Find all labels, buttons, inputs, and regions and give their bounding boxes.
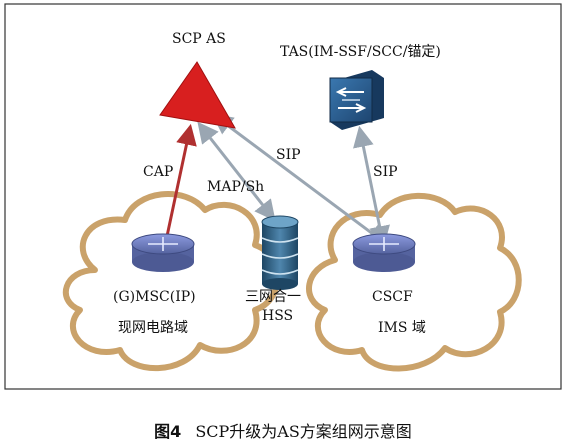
- tas-label: TAS(IM-SSF/SCC/锚定): [280, 44, 441, 60]
- figure-frame: [4, 3, 562, 390]
- circuit-domain-label: 现网电路域: [118, 320, 188, 336]
- cscf-router-icon: [352, 233, 416, 272]
- tas-switch-icon: [329, 70, 384, 130]
- hss-label-line1: 三网合一: [245, 289, 301, 305]
- sip-tas-cscf-label: SIP: [373, 164, 398, 180]
- sip-tas-cscf-link: [353, 125, 390, 248]
- scp-as-label: SCP AS: [172, 31, 226, 47]
- sip-scp-cscf-label: SIP: [276, 147, 301, 163]
- scp-as-icon: [159, 61, 236, 129]
- figure-caption-text: SCP升级为AS方案组网示意图: [195, 422, 412, 441]
- ims-domain-label: IMS 域: [378, 320, 426, 336]
- map-sh-label: MAP/Sh: [207, 179, 265, 195]
- hss-database-icon: [261, 215, 299, 290]
- cap-label: CAP: [143, 164, 174, 180]
- msc-label: (G)MSC(IP): [113, 289, 196, 305]
- figure-caption: 图4 SCP升级为AS方案组网示意图: [0, 418, 566, 442]
- figure-number: 图4: [154, 422, 182, 441]
- hss-label-line2: HSS: [262, 308, 294, 324]
- msc-router-icon: [131, 233, 195, 272]
- cscf-label: CSCF: [372, 289, 413, 305]
- ims-domain-cloud: [306, 192, 522, 372]
